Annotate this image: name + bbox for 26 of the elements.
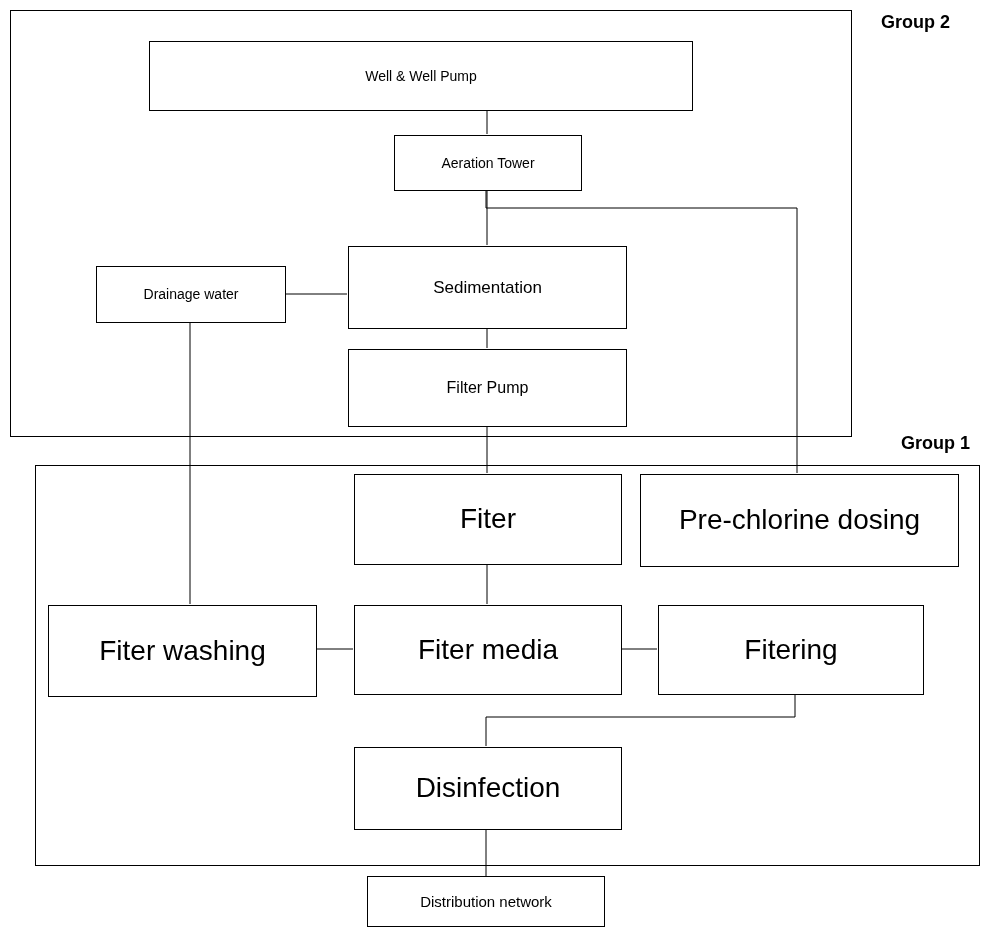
process-box: Disinfection (354, 747, 622, 830)
connector-line (486, 109, 488, 135)
connector-line (486, 563, 488, 605)
group-heading: Group 2 (881, 11, 950, 34)
process-box: Fitering (658, 605, 924, 695)
process-box: Pre-chlorine dosing (640, 474, 959, 567)
connector-line (189, 321, 191, 605)
process-box: Sedimentation (348, 246, 627, 329)
connector-line (486, 327, 488, 349)
connector-line (620, 648, 658, 650)
connector-line (485, 693, 796, 747)
process-box: Drainage water (96, 266, 286, 323)
process-box: Distribution network (367, 876, 605, 927)
connector-line (485, 189, 798, 474)
connector-line (486, 425, 488, 474)
process-box: Fiter washing (48, 605, 317, 697)
process-box: Aeration Tower (394, 135, 582, 191)
connector-line (315, 648, 354, 650)
process-box: Fiter (354, 474, 622, 565)
connector-line (485, 828, 487, 877)
connector-line (284, 293, 348, 295)
process-box: Filter Pump (348, 349, 627, 427)
group-heading: Group 1 (901, 432, 970, 455)
process-box: Fiter media (354, 605, 622, 695)
process-box: Well & Well Pump (149, 41, 693, 111)
connector-line (486, 189, 488, 246)
